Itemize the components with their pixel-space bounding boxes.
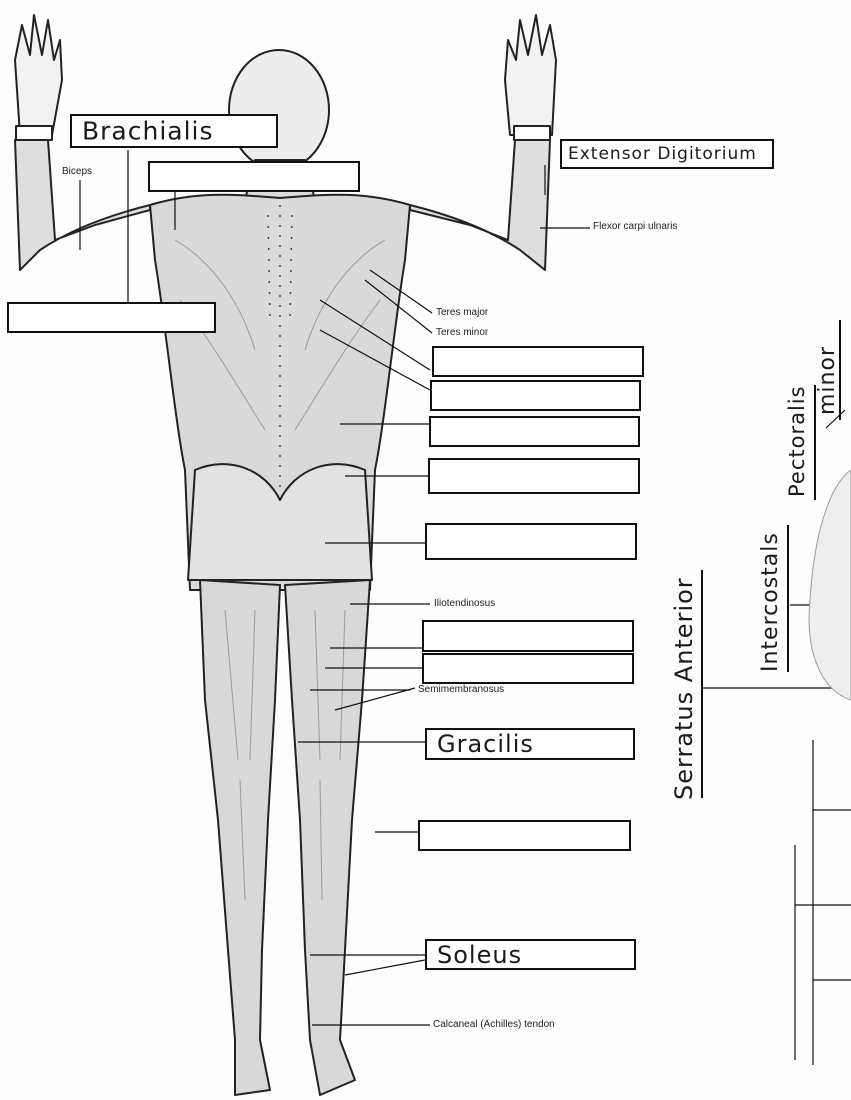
handwritten-gracilis: Gracilis xyxy=(437,730,534,758)
answer-box-adductor[interactable] xyxy=(422,620,634,652)
answer-box-rhomboid[interactable] xyxy=(430,380,641,411)
left-leg xyxy=(200,580,280,1095)
handwritten-extensor-digitorium: Extensor Digitorium xyxy=(568,144,757,164)
label-calcaneal-tendon: Calcaneal (Achilles) tendon xyxy=(433,1019,555,1030)
label-semimembranosus: Semimembranosus xyxy=(418,684,504,695)
answer-box-latissimus[interactable] xyxy=(429,416,640,447)
label-teres-minor: Teres minor xyxy=(436,327,488,338)
answer-box-gluteus-medius[interactable] xyxy=(428,458,640,494)
label-biceps: Biceps xyxy=(62,166,92,177)
head xyxy=(229,50,329,170)
handwritten-brachialis: Brachialis xyxy=(82,117,214,146)
answer-box-gluteus-maximus[interactable] xyxy=(425,523,637,560)
answer-box-trapezius[interactable] xyxy=(148,161,360,192)
left-arm xyxy=(15,140,150,270)
answer-box-triceps[interactable] xyxy=(7,302,216,333)
handwritten-soleus: Soleus xyxy=(437,941,522,969)
label-minor: minor xyxy=(815,346,840,415)
answer-box-gracilis[interactable]: Gracilis xyxy=(425,728,635,760)
label-iliotendinosus: Iliotendinosus xyxy=(434,598,495,609)
right-hand xyxy=(505,15,556,135)
answer-box-infraspinatus[interactable] xyxy=(432,346,644,377)
label-flexor-carpi-ulnaris: Flexor carpi ulnaris xyxy=(593,221,677,232)
label-teres-major: Teres major xyxy=(436,307,488,318)
anterior-figure-partial xyxy=(809,470,851,700)
label-intercostals: Intercostals xyxy=(758,532,783,672)
answer-box-brachialis[interactable]: Brachialis xyxy=(70,114,278,148)
label-pectoralis: Pectoralis xyxy=(785,385,809,497)
label-serratus-anterior: Serratus Anterior xyxy=(670,577,698,800)
left-hand xyxy=(15,15,62,135)
answer-box-extensor-digitorium[interactable]: Extensor Digitorium xyxy=(560,139,774,169)
right-arm xyxy=(410,140,550,270)
answer-box-gastrocnemius[interactable] xyxy=(418,820,631,851)
answer-box-soleus[interactable]: Soleus xyxy=(425,939,636,970)
right-leg xyxy=(285,580,370,1095)
answer-box-biceps-femoris[interactable] xyxy=(422,653,634,684)
